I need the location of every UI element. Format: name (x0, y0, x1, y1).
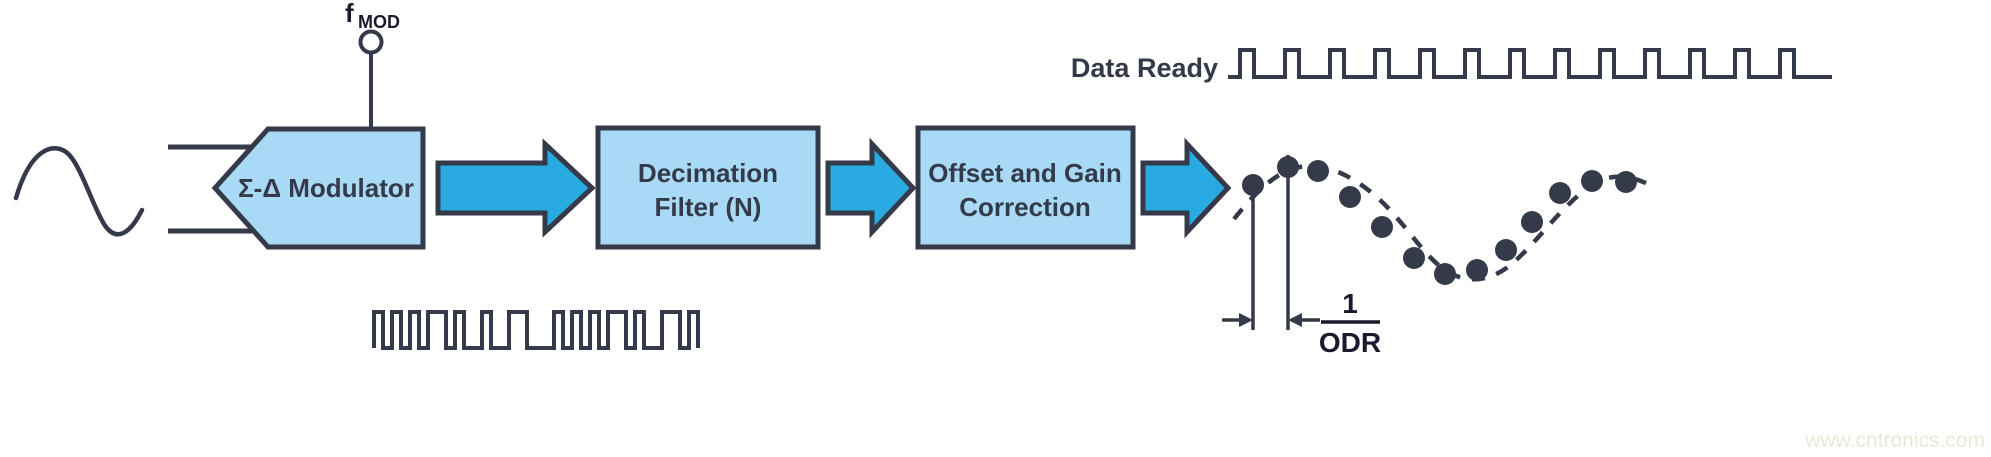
analog-sine-input-icon (13, 146, 145, 237)
odr-numerator: 1 (1342, 288, 1358, 319)
odr-dimension-lines (1222, 155, 1320, 330)
flow-arrow-2 (825, 137, 917, 239)
block-sigma-delta-modulator[interactable]: Σ-Δ Modulator (211, 126, 426, 250)
block-offset-gain-correction[interactable]: Offset and Gain Correction (915, 125, 1136, 250)
modulator-output-bitstream (372, 310, 700, 350)
fmod-label-main: f (345, 0, 354, 28)
fmod-label: f MOD (345, 0, 400, 32)
fmod-label-subscript: MOD (358, 12, 400, 32)
block-label-decimation-line2: Filter (N) (655, 192, 762, 222)
watermark-text: www.cntronics.com (1804, 429, 1985, 452)
block-label-correction-line2: Correction (959, 192, 1090, 222)
differential-input-lines (168, 144, 258, 234)
block-decimation-filter[interactable]: Decimation Filter (N) (595, 125, 821, 250)
block-label-modulator: Σ-Δ Modulator (238, 173, 414, 203)
flow-arrow-3 (1140, 137, 1232, 239)
odr-period-label: 1 ODR (1319, 288, 1381, 358)
sample-dots (1242, 156, 1637, 285)
data-ready-pulse-train (1228, 48, 1832, 79)
sampled-output-waveform (1232, 156, 1652, 285)
fmod-clock-input[interactable] (358, 29, 384, 129)
odr-denominator: ODR (1319, 327, 1381, 358)
block-label-decimation-line1: Decimation (638, 158, 778, 188)
fmod-terminal-circle (358, 29, 384, 55)
flow-arrow-1 (435, 138, 596, 238)
data-ready-label: Data Ready (1071, 53, 1218, 83)
block-label-correction-line1: Offset and Gain (928, 158, 1122, 188)
